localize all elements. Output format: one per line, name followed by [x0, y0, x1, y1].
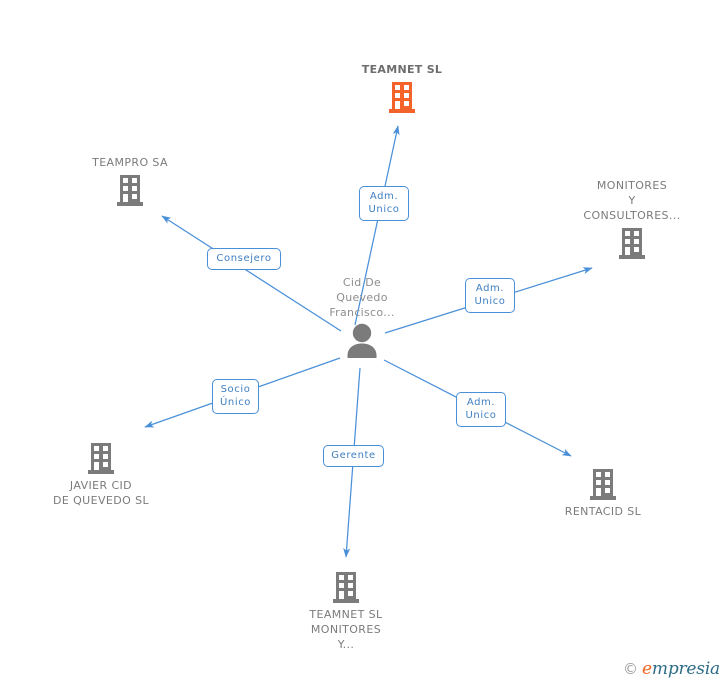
node-monitores-y-consultores[interactable]: MONITORES Y CONSULTORES... — [552, 178, 712, 260]
relation-label-adm-unico-top[interactable]: Adm. Unico — [359, 186, 409, 221]
building-icon — [266, 570, 426, 604]
node-teamnet-sl[interactable]: TEAMNET SL — [322, 62, 482, 114]
node-teampro-sa[interactable]: TEAMPRO SA — [50, 155, 210, 207]
building-icon — [552, 226, 712, 260]
edge-person-to-teamnet-sl — [354, 125, 400, 326]
node-label-teamnet-sl: TEAMNET SL — [361, 63, 443, 76]
node-javier-cid-de-quevedo-sl[interactable]: JAVIER CID DE QUEVEDO SL — [21, 441, 181, 508]
node-label-person-cid-de-quevedo: Cid De Quevedo Francisco... — [329, 276, 395, 319]
node-label-teamnet-sl-monitores: TEAMNET SL MONITORES Y... — [309, 608, 383, 651]
edge-person-to-teampro-sa — [161, 215, 342, 332]
relation-label-adm-unico-bottom[interactable]: Adm. Unico — [456, 392, 506, 427]
node-rentacid-sl[interactable]: RENTACID SL — [523, 467, 683, 519]
building-icon — [21, 441, 181, 475]
node-person-cid-de-quevedo[interactable]: Cid De Quevedo Francisco... — [282, 272, 442, 358]
person-icon — [282, 322, 442, 358]
building-icon — [322, 80, 482, 114]
empresia-watermark: © empresia — [623, 659, 720, 679]
node-label-javier-cid-de-quevedo-sl: JAVIER CID DE QUEVEDO SL — [53, 479, 149, 507]
building-icon — [523, 467, 683, 501]
wordmark-initial: e — [642, 659, 652, 679]
building-icon — [50, 173, 210, 207]
relation-label-gerente[interactable]: Gerente — [323, 445, 384, 467]
relation-label-socio-unico[interactable]: Socio Único — [212, 379, 259, 414]
node-label-teampro-sa: TEAMPRO SA — [92, 156, 168, 169]
copyright-icon: © — [623, 660, 639, 678]
node-label-monitores-y-consultores: MONITORES Y CONSULTORES... — [583, 179, 681, 222]
node-label-rentacid-sl: RENTACID SL — [564, 505, 642, 518]
relation-label-consejero[interactable]: Consejero — [207, 248, 281, 270]
wordmark-rest: mpresia — [651, 659, 720, 679]
empresia-wordmark: empresia — [642, 659, 720, 679]
node-teamnet-sl-monitores[interactable]: TEAMNET SL MONITORES Y... — [266, 570, 426, 652]
relation-label-adm-unico-right[interactable]: Adm. Unico — [465, 278, 515, 313]
